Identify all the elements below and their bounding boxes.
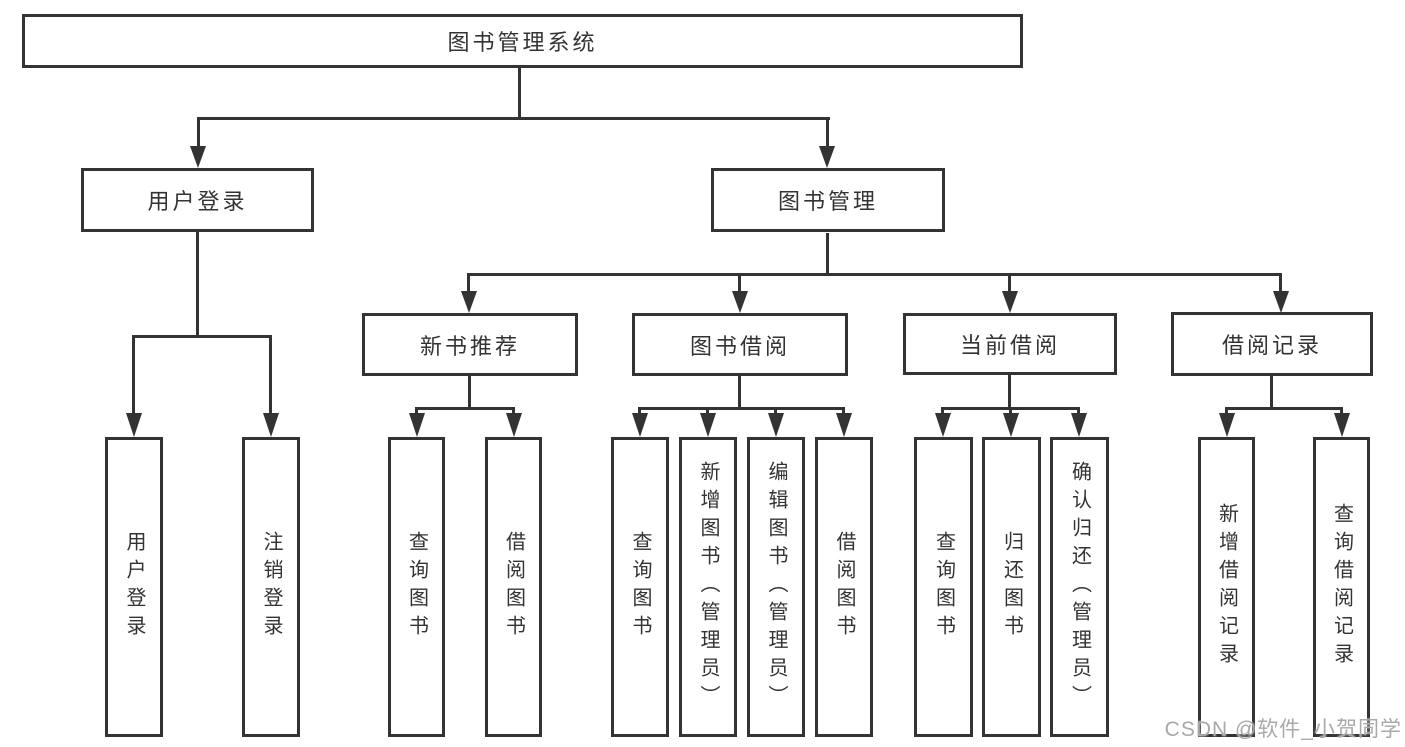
connector-root-stem xyxy=(518,68,521,117)
arrowhead-cb1 xyxy=(935,413,951,437)
connector-userlogin-stem xyxy=(196,232,199,335)
node-cb-confirm-return-admin-label: 确认归还（管理员） xyxy=(1068,461,1091,713)
node-book-mgmt-label: 图书管理 xyxy=(777,189,878,214)
node-nb-query-book-label: 查询图书 xyxy=(405,531,428,643)
node-br-query-record: 查询借阅记录 xyxy=(1313,437,1370,737)
connector-drop-bb2 xyxy=(706,407,709,413)
node-logout: 注销登录 xyxy=(242,437,300,737)
arrowhead-user-login xyxy=(190,146,206,168)
node-root-label: 图书管理系统 xyxy=(447,30,598,55)
node-bb-add-book-admin: 新增图书（管理员） xyxy=(679,437,737,737)
connector-borrowrecord-bar xyxy=(1225,407,1343,410)
connector-drop-user-login xyxy=(197,117,200,146)
node-nb-query-book: 查询图书 xyxy=(388,437,445,737)
arrowhead-bb1 xyxy=(632,413,648,437)
node-bb-borrow-book-label: 借阅图书 xyxy=(833,531,855,643)
connector-drop-cb2 xyxy=(1009,407,1012,413)
connector-drop-br2 xyxy=(1340,407,1343,413)
arrowhead-bb3 xyxy=(768,413,784,437)
node-br-add-record-label: 新增借阅记录 xyxy=(1215,503,1238,671)
node-br-query-record-label: 查询借阅记录 xyxy=(1330,503,1353,671)
node-nb-borrow-book: 借阅图书 xyxy=(485,437,542,737)
connector-drop-cb1 xyxy=(941,407,944,413)
arrowhead-currentborrow xyxy=(1002,291,1018,313)
node-login: 用户登录 xyxy=(105,437,163,737)
node-bb-borrow-book: 借阅图书 xyxy=(815,437,873,737)
node-new-book-rec-label: 新书推荐 xyxy=(419,333,520,359)
connector-drop-logout xyxy=(269,335,272,413)
node-cb-return-book: 归还图书 xyxy=(982,437,1041,737)
connector-drop-bb4 xyxy=(842,407,845,413)
connector-drop-bb1 xyxy=(638,407,641,413)
node-user-login: 用户登录 xyxy=(81,168,314,232)
connector-drop-borrowrecord xyxy=(1279,273,1282,291)
node-cb-confirm-return-admin: 确认归还（管理员） xyxy=(1050,437,1109,737)
node-bb-query-book: 查询图书 xyxy=(611,437,669,737)
connector-drop-bookborrow xyxy=(738,273,741,291)
arrowhead-book-mgmt xyxy=(819,146,835,168)
node-bb-add-book-admin-label: 新增图书（管理员） xyxy=(697,461,719,713)
arrowhead-cb3 xyxy=(1071,413,1087,437)
connector-bookborrow-stem xyxy=(738,376,741,407)
node-user-login-label: 用户登录 xyxy=(147,189,248,214)
arrowhead-br2 xyxy=(1334,413,1350,437)
node-book-borrow-label: 图书借阅 xyxy=(689,333,790,359)
node-br-add-record: 新增借阅记录 xyxy=(1198,437,1255,737)
connector-currentborrow-stem xyxy=(1008,375,1011,407)
node-book-borrow: 图书借阅 xyxy=(632,313,848,376)
connector-userlogin-bar xyxy=(132,335,272,338)
node-cb-query-book: 查询图书 xyxy=(914,437,973,737)
connector-drop-bb3 xyxy=(774,407,777,413)
node-current-borrow-label: 当前借阅 xyxy=(959,333,1060,358)
arrowhead-br1 xyxy=(1219,413,1235,437)
node-new-book-rec: 新书推荐 xyxy=(362,313,578,376)
arrowhead-bb2 xyxy=(700,413,716,437)
node-bb-edit-book-admin-label: 编辑图书（管理员） xyxy=(765,461,787,713)
connector-drop-newbook xyxy=(467,273,470,291)
arrowhead-login xyxy=(126,413,142,437)
node-borrow-record: 借阅记录 xyxy=(1171,312,1373,376)
node-current-borrow: 当前借阅 xyxy=(903,313,1117,375)
node-borrow-record-label: 借阅记录 xyxy=(1221,333,1322,358)
connector-drop-br1 xyxy=(1225,407,1228,413)
node-logout-label: 注销登录 xyxy=(260,531,282,643)
arrowhead-bookborrow xyxy=(732,291,748,313)
arrowhead-bb4 xyxy=(836,413,852,437)
node-nb-borrow-book-label: 借阅图书 xyxy=(502,531,525,643)
arrowhead-nb1 xyxy=(409,413,425,437)
connector-bookmgmt-stem xyxy=(826,233,829,273)
node-cb-return-book-label: 归还图书 xyxy=(1000,531,1023,643)
connector-newbook-bar xyxy=(415,407,515,410)
connector-drop-nb1 xyxy=(415,407,418,413)
arrowhead-borrowrecord xyxy=(1273,291,1289,313)
node-login-label: 用户登录 xyxy=(123,531,145,643)
connector-drop-book-mgmt xyxy=(826,117,829,146)
node-book-mgmt: 图书管理 xyxy=(711,168,945,232)
connector-drop-login xyxy=(132,335,135,413)
connector-drop-nb2 xyxy=(512,407,515,413)
arrowhead-logout xyxy=(263,413,279,437)
node-root: 图书管理系统 xyxy=(22,14,1023,68)
connector-drop-cb3 xyxy=(1077,407,1080,413)
arrowhead-cb2 xyxy=(1003,413,1019,437)
arrowhead-newbook xyxy=(461,291,477,313)
node-bb-edit-book-admin: 编辑图书（管理员） xyxy=(747,437,805,737)
connector-drop-currentborrow xyxy=(1008,273,1011,291)
node-bb-query-book-label: 查询图书 xyxy=(629,531,651,643)
connector-root-bar xyxy=(197,117,830,120)
csdn-watermark: CSDN @软件_小贺同学 xyxy=(1164,718,1402,741)
connector-bookborrow-bar xyxy=(638,407,845,410)
connector-bookmgmt-bar xyxy=(467,273,1282,276)
connector-borrowrecord-stem xyxy=(1270,376,1273,407)
arrowhead-nb2 xyxy=(506,413,522,437)
connector-newbook-stem xyxy=(468,376,471,407)
node-cb-query-book-label: 查询图书 xyxy=(932,531,955,643)
